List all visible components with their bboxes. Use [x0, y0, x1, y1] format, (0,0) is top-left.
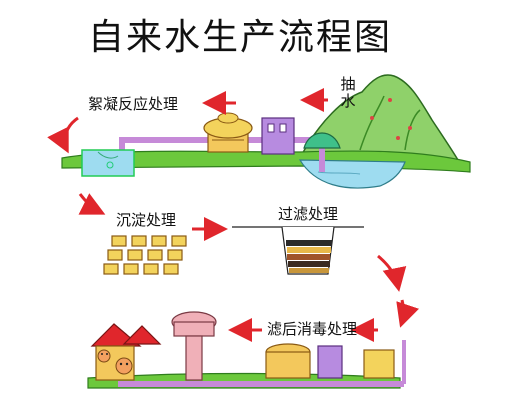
step-pumping-label: 抽水 [340, 75, 356, 110]
purple-building-icon [317, 345, 343, 379]
step-disinfection-label: 滤后消毒处理 [267, 320, 358, 338]
purple-building-icon [261, 117, 295, 155]
water-tower-icon [203, 112, 253, 153]
arrow-floc-down [47, 116, 79, 154]
step-sedimentation-label: 沉淀处理 [116, 211, 177, 229]
arrow-filter-down [377, 254, 407, 292]
pump-station-icon [303, 132, 341, 149]
water-tower-icon [171, 311, 217, 381]
flocculation-tank-icon [81, 149, 135, 177]
page-title: 自来水生产流程图 [88, 17, 393, 58]
mountain-icon [298, 74, 460, 161]
house-icon [90, 323, 142, 381]
arrow-to-disinfection [396, 299, 420, 328]
sedimentation-tank-icon [103, 235, 187, 275]
house-icon [122, 325, 162, 345]
step-flocculation-label: 絮凝反应处理 [88, 95, 179, 113]
yellow-building-icon [363, 349, 395, 379]
arrow-to-sedimentation [78, 193, 106, 215]
filter-bed-icon [232, 226, 364, 275]
step-filtration-label: 过滤处理 [278, 205, 339, 223]
tank-icon [265, 343, 311, 379]
lake [298, 159, 406, 189]
